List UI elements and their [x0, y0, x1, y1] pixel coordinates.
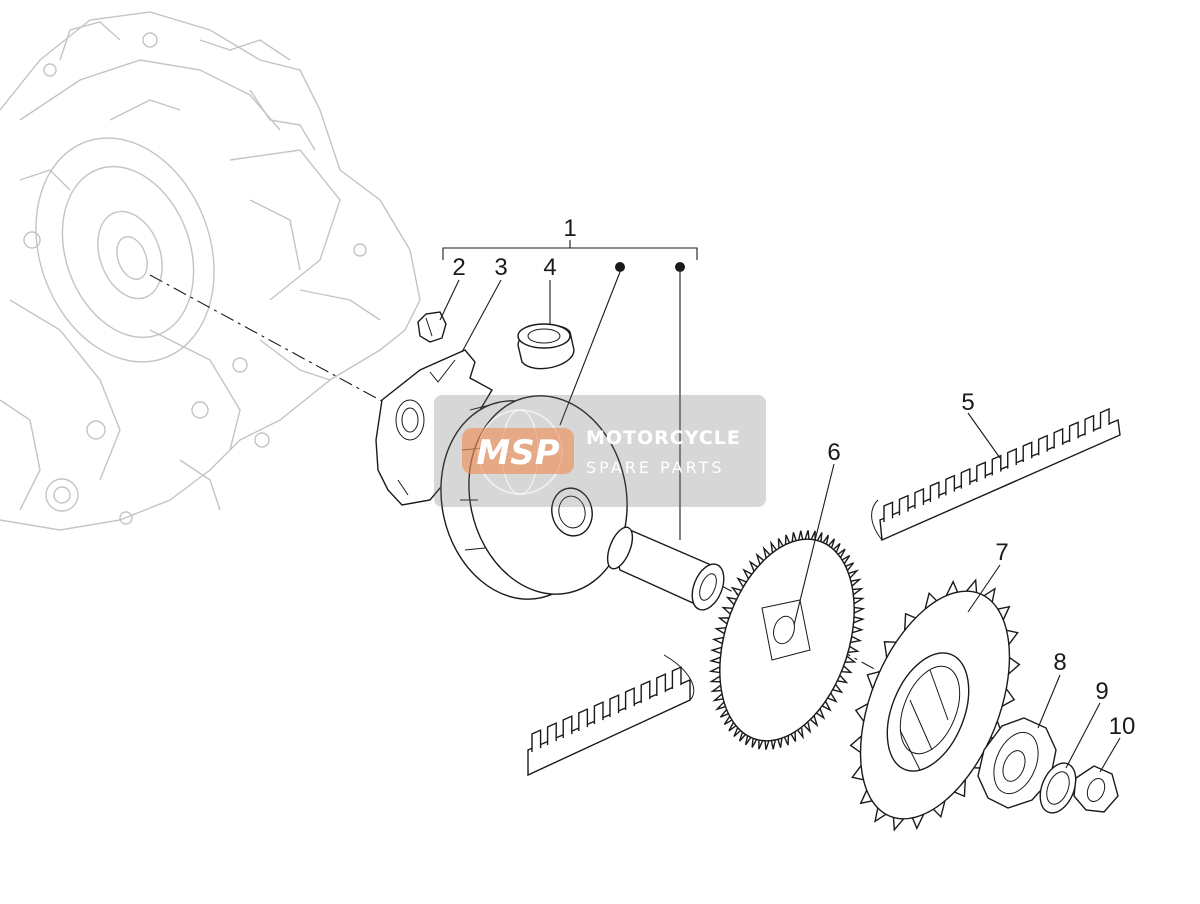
gear-tooth: [764, 739, 770, 750]
belt-tooth: [562, 715, 573, 738]
msp-logo-badge: [462, 428, 574, 474]
gear-tooth: [797, 530, 804, 541]
watermark: MSP MOTORCYCLE SPARE PARTS: [434, 395, 766, 507]
watermark-logo-text: MSP: [476, 433, 559, 473]
belt-tooth: [593, 701, 604, 724]
part-5-drive-belt: [871, 407, 1121, 542]
leader-lines: [439, 271, 1121, 773]
belt-tooth: [578, 708, 589, 731]
belt-tooth: [945, 474, 956, 496]
watermark-panel: [434, 395, 766, 507]
gear-tooth: [758, 739, 764, 750]
callout-4: 4: [543, 254, 556, 281]
callout-2: 2: [452, 254, 465, 281]
belt-tooth: [609, 694, 620, 717]
callout-3: 3: [494, 254, 507, 281]
callout-10: 10: [1109, 713, 1136, 740]
part-7-fan-pulley: [849, 578, 1021, 832]
belt-tooth: [1037, 434, 1048, 456]
callout-9: 9: [1095, 678, 1108, 705]
part-6-toothed-gear: [708, 530, 866, 750]
gear-tooth: [708, 665, 721, 674]
part-10-nut: [1073, 765, 1119, 813]
gear-tooth: [852, 616, 866, 624]
bullet-dot: [675, 262, 685, 272]
variator-sleeve-tube: [606, 526, 725, 611]
part-2-slider-clip: [417, 311, 447, 343]
belt-tooth: [960, 467, 971, 489]
belt-tooth: [976, 461, 987, 482]
part-4-bushing: [517, 323, 575, 370]
belt-tooth: [991, 454, 1002, 476]
belt-tooth: [1053, 427, 1064, 449]
belt-tooth: [656, 673, 667, 696]
callout-6: 6: [827, 439, 840, 466]
belt-tooth: [671, 666, 682, 689]
gear-tooth: [804, 530, 810, 541]
gear-tooth: [708, 656, 722, 664]
gear-tooth: [852, 597, 865, 605]
belt-tooth: [1022, 441, 1033, 462]
belt-tooth: [640, 680, 651, 703]
gear-tooth: [770, 739, 777, 750]
gear-tooth: [709, 675, 722, 683]
callout-labels: 1 2 3 4 5 6 7 8 9 10: [452, 215, 1135, 740]
belt-tooth: [1099, 407, 1110, 429]
belt-tooth: [1007, 447, 1017, 469]
gear-tooth: [810, 530, 816, 541]
watermark-title: MOTORCYCLE: [586, 427, 741, 449]
belt-tooth: [531, 729, 542, 752]
callout-1: 1: [563, 215, 576, 242]
gear-tooth: [853, 606, 866, 615]
bullet-dot: [615, 262, 625, 272]
belt-tooth: [898, 494, 909, 516]
engine-crankcase-ghost: [0, 11, 421, 531]
belt-tooth: [624, 687, 635, 710]
belt-tooth: [914, 487, 925, 509]
belt-tooth: [546, 722, 557, 745]
callout-7: 7: [995, 539, 1008, 566]
belt-tooth: [929, 481, 940, 502]
watermark-subtitle: SPARE PARTS: [586, 458, 725, 477]
callout-8: 8: [1053, 649, 1066, 676]
callout-5: 5: [961, 389, 974, 416]
part-1-group-bracket: [442, 240, 698, 272]
belt-tooth: [883, 501, 894, 522]
belt-lower-segment: [527, 654, 695, 777]
belt-tooth: [1084, 414, 1095, 436]
belt-tooth: [1068, 421, 1079, 442]
